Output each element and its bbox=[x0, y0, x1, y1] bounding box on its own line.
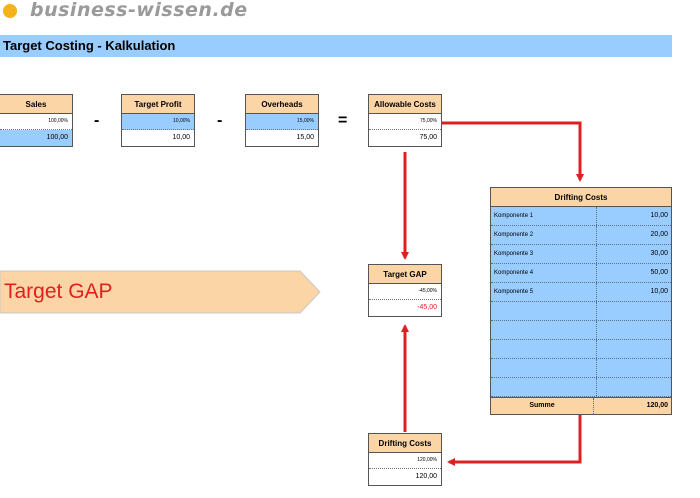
target-profit-percent[interactable]: 10,00% bbox=[122, 114, 194, 130]
component-value[interactable]: 10,00 bbox=[650, 212, 668, 219]
table-row: Komponente 4 50,00 bbox=[491, 264, 671, 283]
sum-label: Summe bbox=[491, 398, 594, 414]
table-row: Komponente 2 20,00 bbox=[491, 226, 671, 245]
component-value[interactable]: 30,00 bbox=[650, 250, 668, 257]
arrow-allowable-to-drifting-table bbox=[441, 121, 584, 182]
table-row bbox=[491, 378, 671, 397]
drifting-costs-header: Drifting Costs bbox=[369, 434, 441, 453]
sum-row: Summe 120,00 bbox=[491, 397, 671, 414]
sales-header: Sales bbox=[0, 95, 72, 114]
table-row bbox=[491, 359, 671, 378]
logo-dot-icon bbox=[3, 4, 17, 18]
sum-value: 120,00 bbox=[646, 402, 668, 409]
sales-box: Sales 100,00% 100,00 bbox=[0, 94, 73, 147]
component-name[interactable]: Komponente 2 bbox=[491, 226, 597, 244]
target-gap-box: Target GAP -45,00% -45,00 bbox=[368, 264, 442, 317]
drifting-table-header: Drifting Costs bbox=[491, 188, 671, 207]
component-value[interactable] bbox=[597, 340, 671, 358]
component-value[interactable] bbox=[597, 302, 671, 320]
component-name[interactable]: Komponente 4 bbox=[491, 264, 597, 282]
drifting-costs-box: Drifting Costs 120,00% 120,00 bbox=[368, 433, 442, 486]
drifting-costs-value: 120,00 bbox=[415, 473, 437, 480]
sales-value[interactable]: 100,00 bbox=[0, 130, 72, 146]
gap-banner-label: Target GAP bbox=[4, 280, 113, 303]
allowable-costs-header: Allowable Costs bbox=[369, 95, 441, 114]
allowable-costs-percent: 75,00% bbox=[369, 114, 441, 130]
drifting-costs-table: Drifting Costs Komponente 1 10,00 Kompon… bbox=[490, 187, 672, 415]
component-name[interactable] bbox=[491, 340, 597, 358]
table-row: Komponente 3 30,00 bbox=[491, 245, 671, 264]
gap-banner-shape bbox=[0, 270, 321, 314]
component-value[interactable]: 10,00 bbox=[650, 288, 668, 295]
table-row: Komponente 1 10,00 bbox=[491, 207, 671, 226]
drifting-costs-percent: 120,00% bbox=[369, 453, 441, 469]
component-value[interactable] bbox=[597, 378, 671, 396]
component-name[interactable]: Komponente 3 bbox=[491, 245, 597, 263]
target-gap-percent: -45,00% bbox=[369, 284, 441, 300]
component-value[interactable]: 50,00 bbox=[650, 269, 668, 276]
table-row: Komponente 5 10,00 bbox=[491, 283, 671, 302]
component-value[interactable] bbox=[597, 321, 671, 339]
allowable-costs-value: 75,00 bbox=[419, 134, 437, 141]
brand-logo-text[interactable]: business-wissen.de bbox=[30, 0, 248, 21]
title-bar: Target Costing - Kalkulation bbox=[0, 35, 672, 57]
sales-percent[interactable]: 100,00% bbox=[0, 114, 72, 130]
overheads-header: Overheads bbox=[246, 95, 318, 114]
component-name[interactable] bbox=[491, 378, 597, 396]
target-gap-value: -45,00 bbox=[417, 304, 437, 311]
target-gap-header: Target GAP bbox=[369, 265, 441, 284]
component-name[interactable] bbox=[491, 359, 597, 377]
arrow-drifting-table-to-drifting-box bbox=[447, 397, 582, 466]
component-value[interactable] bbox=[597, 359, 671, 377]
overheads-value: 15,00 bbox=[296, 134, 314, 141]
component-value[interactable]: 20,00 bbox=[650, 231, 668, 238]
overheads-percent[interactable]: 15,00% bbox=[246, 114, 318, 130]
overheads-box: Overheads 15,00% 15,00 bbox=[245, 94, 319, 147]
component-name[interactable]: Komponente 5 bbox=[491, 283, 597, 301]
table-row bbox=[491, 321, 671, 340]
allowable-costs-box: Allowable Costs 75,00% 75,00 bbox=[368, 94, 442, 147]
component-name[interactable]: Komponente 1 bbox=[491, 207, 597, 225]
minus-operator-1: - bbox=[94, 112, 100, 129]
page-title: Target Costing - Kalkulation bbox=[3, 38, 176, 53]
target-profit-header: Target Profit bbox=[122, 95, 194, 114]
table-row bbox=[491, 340, 671, 359]
table-row bbox=[491, 302, 671, 321]
component-name[interactable] bbox=[491, 302, 597, 320]
minus-operator-2: - bbox=[217, 112, 223, 129]
target-profit-box: Target Profit 10,00% 10,00 bbox=[121, 94, 195, 147]
component-name[interactable] bbox=[491, 321, 597, 339]
target-profit-value: 10,00 bbox=[172, 134, 190, 141]
equals-operator: = bbox=[338, 112, 348, 129]
